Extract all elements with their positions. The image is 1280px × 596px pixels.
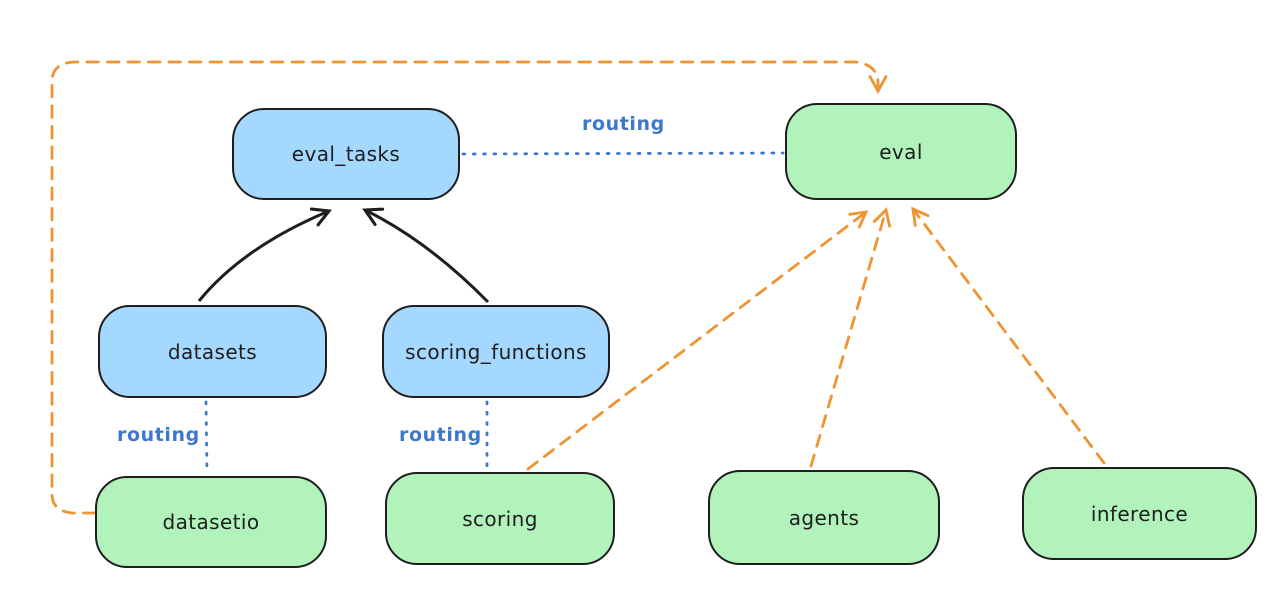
routing-label-eval-tasks-eval: routing: [582, 113, 665, 135]
edge-scoring-functions-to-eval-tasks: [362, 207, 490, 304]
node-datasetio-label: datasetio: [162, 510, 260, 534]
routing-label-datasets-datasetio: routing: [117, 424, 200, 446]
edge-routing-eval-tasks-eval: [461, 151, 785, 156]
node-eval-tasks: eval_tasks: [232, 108, 460, 200]
node-eval-tasks-label: eval_tasks: [291, 142, 401, 166]
edge-scoring-to-eval: [526, 210, 869, 471]
node-scoring-label: scoring: [462, 506, 538, 531]
edge-routing-datasets-datasetio: [204, 400, 209, 475]
node-inference-label: inference: [1090, 501, 1189, 526]
node-eval: eval: [785, 103, 1017, 200]
edge-datasetio-to-eval: [50, 60, 888, 515]
node-agents: agents: [708, 470, 940, 565]
node-eval-label: eval: [879, 139, 923, 164]
node-scoring: scoring: [385, 472, 615, 565]
edge-inference-to-eval: [911, 206, 1106, 465]
edge-datasets-to-eval-tasks: [197, 207, 332, 302]
node-datasetio: datasetio: [95, 476, 327, 568]
edge-agents-to-eval: [809, 207, 892, 468]
node-scoring-functions-label: scoring_functions: [405, 339, 587, 364]
node-datasets-label: datasets: [167, 339, 258, 364]
node-datasets: datasets: [98, 305, 327, 398]
routing-label-scoring-functions-scoring: routing: [399, 424, 482, 446]
node-inference: inference: [1022, 467, 1257, 560]
node-scoring-functions: scoring_functions: [382, 305, 610, 398]
node-agents-label: agents: [788, 505, 860, 530]
